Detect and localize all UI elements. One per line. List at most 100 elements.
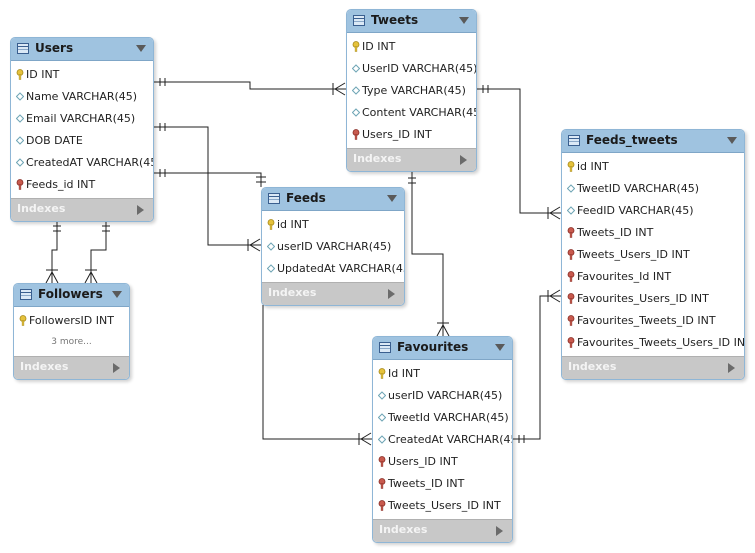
one-one-marker [159,123,166,131]
collapse-chevron-icon[interactable] [727,137,737,144]
column-row[interactable]: DOB DATE [11,130,153,152]
column-row[interactable]: Users_ID INT [373,451,512,473]
column-row[interactable]: Content VARCHAR(45) [347,102,476,124]
column-row[interactable]: Favourites_Id INT [562,266,744,288]
more-columns-label: 3 more... [51,337,92,347]
column-label: DOB DATE [26,134,83,147]
column-row[interactable]: Tweets_Users_ID INT [562,244,744,266]
column-label: TweetID VARCHAR(45) [577,182,700,195]
column-row[interactable]: userID VARCHAR(45) [373,385,512,407]
column-diamond-icon [15,135,25,146]
column-row[interactable]: FeedID VARCHAR(45) [562,200,744,222]
column-row[interactable]: Users_ID INT [347,124,476,146]
one-one-marker [482,85,489,93]
indexes-label: Indexes [568,360,617,373]
column-row[interactable]: Email VARCHAR(45) [11,108,153,130]
column-list: ID INT UserID VARCHAR(45)Type VARCHAR(45)… [347,33,476,148]
table-icon [20,289,32,300]
expand-arrow-icon[interactable] [113,363,120,373]
column-diamond-icon [15,113,25,124]
column-row[interactable]: Favourites_Users_ID INT [562,288,744,310]
indexes-section[interactable]: Indexes [11,198,153,221]
more-columns-link[interactable]: 3 more... [14,332,129,354]
table-title: Tweets [371,13,419,27]
users-followers-line-left [51,220,58,283]
indexes-section[interactable]: Indexes [14,356,129,379]
table-header[interactable]: Favourites [373,337,512,360]
indexes-section[interactable]: Indexes [347,148,476,171]
column-row[interactable]: ID INT [347,36,476,58]
collapse-chevron-icon[interactable] [387,195,397,202]
column-row[interactable]: TweetId VARCHAR(45) [373,407,512,429]
column-row[interactable]: UpdatedAt VARCHAR(45) [262,258,404,280]
column-diamond-icon [15,91,25,102]
tweets-feedstweets-line [477,88,561,214]
table-header[interactable]: Feeds_tweets [562,130,744,153]
expand-arrow-icon[interactable] [460,155,467,165]
expand-arrow-icon[interactable] [728,363,735,373]
indexes-label: Indexes [353,152,402,165]
one-one-marker [159,78,166,86]
table-tweets[interactable]: Tweets ID INT UserID VARCHAR(45)Type VARCH… [346,9,477,172]
column-row[interactable]: Tweets_ID INT [562,222,744,244]
column-row[interactable]: Id INT [373,363,512,385]
expand-arrow-icon[interactable] [137,205,144,215]
foreign-key-icon [567,271,575,282]
collapse-chevron-icon[interactable] [112,291,122,298]
favourites-feedstweets-line [513,295,561,440]
column-diamond-icon [566,205,576,216]
column-row[interactable]: CreatedAt VARCHAR(45) [373,429,512,451]
expand-arrow-icon[interactable] [388,289,395,299]
column-label: Name VARCHAR(45) [26,90,138,103]
table-feeds[interactable]: Feeds id INT userID VARCHAR(45) UpdatedAt V… [261,187,405,306]
indexes-section[interactable]: Indexes [262,282,404,305]
collapse-chevron-icon[interactable] [136,45,146,52]
table-users[interactable]: Users ID INT Name VARCHAR(45) Email VARCHAR… [10,37,154,222]
foreign-key-icon [378,500,386,511]
column-row[interactable]: UserID VARCHAR(45) [347,58,476,80]
one-one-marker [408,177,416,184]
column-row[interactable]: Name VARCHAR(45) [11,86,153,108]
column-row[interactable]: Favourites_Tweets_Users_ID INT [562,332,744,354]
collapse-chevron-icon[interactable] [495,344,505,351]
column-row[interactable]: Tweets_Users_ID INT [373,495,512,517]
expand-arrow-icon[interactable] [496,526,503,536]
table-header[interactable]: Followers [14,284,129,307]
table-icon [268,193,280,204]
column-diamond-icon [266,241,276,252]
column-row[interactable]: FollowersID INT [14,310,129,332]
column-row[interactable]: Type VARCHAR(45) [347,80,476,102]
column-diamond-icon [266,263,276,274]
column-row[interactable]: Favourites_Tweets_ID INT [562,310,744,332]
indexes-section[interactable]: Indexes [562,356,744,379]
column-label: ID INT [362,40,396,53]
column-list: FollowersID INT 3 more... [14,307,129,356]
primary-key-icon [378,368,386,379]
column-label: ID INT [26,68,60,81]
column-diamond-icon [351,107,361,118]
foreign-key-icon [567,227,575,238]
column-row[interactable]: Feeds_id INT [11,174,153,196]
table-header[interactable]: Feeds [262,188,404,211]
column-row[interactable]: userID VARCHAR(45) [262,236,404,258]
column-row[interactable]: ID INT [11,64,153,86]
one-one-marker [256,176,266,183]
tweets-favourites-line [411,172,444,336]
table-header[interactable]: Users [11,38,153,61]
table-header[interactable]: Tweets [347,10,476,33]
indexes-section[interactable]: Indexes [373,519,512,542]
column-row[interactable]: id INT [262,214,404,236]
column-label: id INT [577,160,609,173]
one-one-marker [102,225,110,232]
column-label: userID VARCHAR(45) [277,240,392,253]
collapse-chevron-icon[interactable] [459,17,469,24]
one-one-marker [518,435,525,443]
column-label: Email VARCHAR(45) [26,112,136,125]
column-row[interactable]: Tweets_ID INT [373,473,512,495]
column-row[interactable]: CreatedAT VARCHAR(45) [11,152,153,174]
column-row[interactable]: TweetID VARCHAR(45) [562,178,744,200]
column-row[interactable]: id INT [562,156,744,178]
